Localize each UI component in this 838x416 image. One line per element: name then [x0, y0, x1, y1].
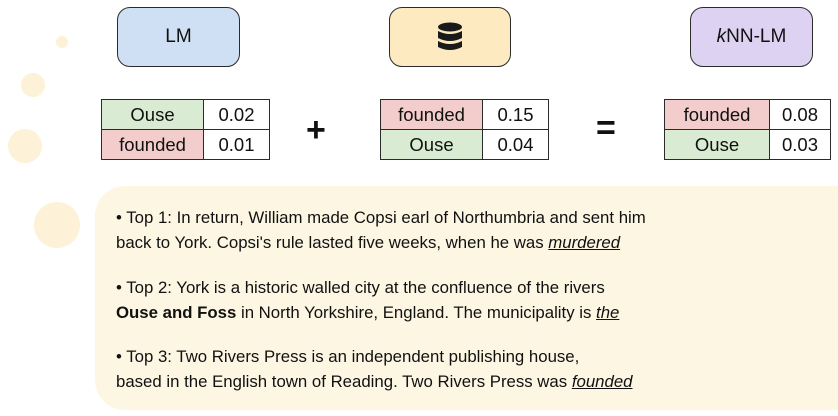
retrieved-contexts-panel: [95, 186, 838, 410]
prob-cell: 0.04: [482, 129, 549, 160]
prob-cell: 0.03: [769, 129, 831, 160]
decor-circle-xlarge: [34, 202, 80, 248]
decor-circle-medium: [21, 73, 45, 97]
decor-circle-small: [56, 36, 68, 48]
prob-cell: 0.01: [203, 129, 270, 160]
knn-lm-label: kNN-LM: [716, 26, 787, 47]
target-token: the: [596, 302, 620, 322]
table-row: founded 0.15: [380, 99, 549, 130]
token-cell: founded: [664, 99, 770, 130]
highlight-phrase: Ouse and Foss: [116, 302, 237, 322]
database-icon: [438, 22, 462, 50]
table-row: Ouse 0.03: [664, 129, 831, 160]
plus-operator: +: [306, 111, 326, 149]
token-cell: Ouse: [664, 129, 770, 160]
table-row: founded 0.01: [101, 129, 270, 160]
decor-circle-large: [8, 129, 42, 163]
retrieved-context-3: • Top 3: Two Rivers Press is an independ…: [116, 347, 633, 391]
prob-cell: 0.15: [482, 99, 549, 130]
token-cell: Ouse: [380, 129, 483, 160]
retrieved-context-1: • Top 1: In return, William made Copsi e…: [116, 208, 646, 252]
token-cell: founded: [101, 129, 204, 160]
target-token: murdered: [548, 232, 621, 252]
table-row: founded 0.08: [664, 99, 831, 130]
knn-lm-box: kNN-LM: [690, 7, 813, 67]
prob-cell: 0.02: [203, 99, 270, 130]
knn-lm-prob-table: founded 0.08 Ouse 0.03: [664, 99, 831, 160]
retrieved-context-2: • Top 2: York is a historic walled city …: [116, 278, 620, 322]
lm-label: LM: [165, 26, 192, 47]
target-token: founded: [571, 371, 633, 391]
token-cell: founded: [380, 99, 483, 130]
lm-box: LM: [117, 7, 240, 67]
datastore-box: [389, 7, 511, 67]
table-row: Ouse 0.04: [380, 129, 549, 160]
knn-prob-table: founded 0.15 Ouse 0.04: [380, 99, 549, 160]
prob-cell: 0.08: [769, 99, 831, 130]
lm-prob-table: Ouse 0.02 founded 0.01: [101, 99, 270, 160]
equals-operator: =: [596, 109, 616, 147]
token-cell: Ouse: [101, 99, 204, 130]
table-row: Ouse 0.02: [101, 99, 270, 130]
